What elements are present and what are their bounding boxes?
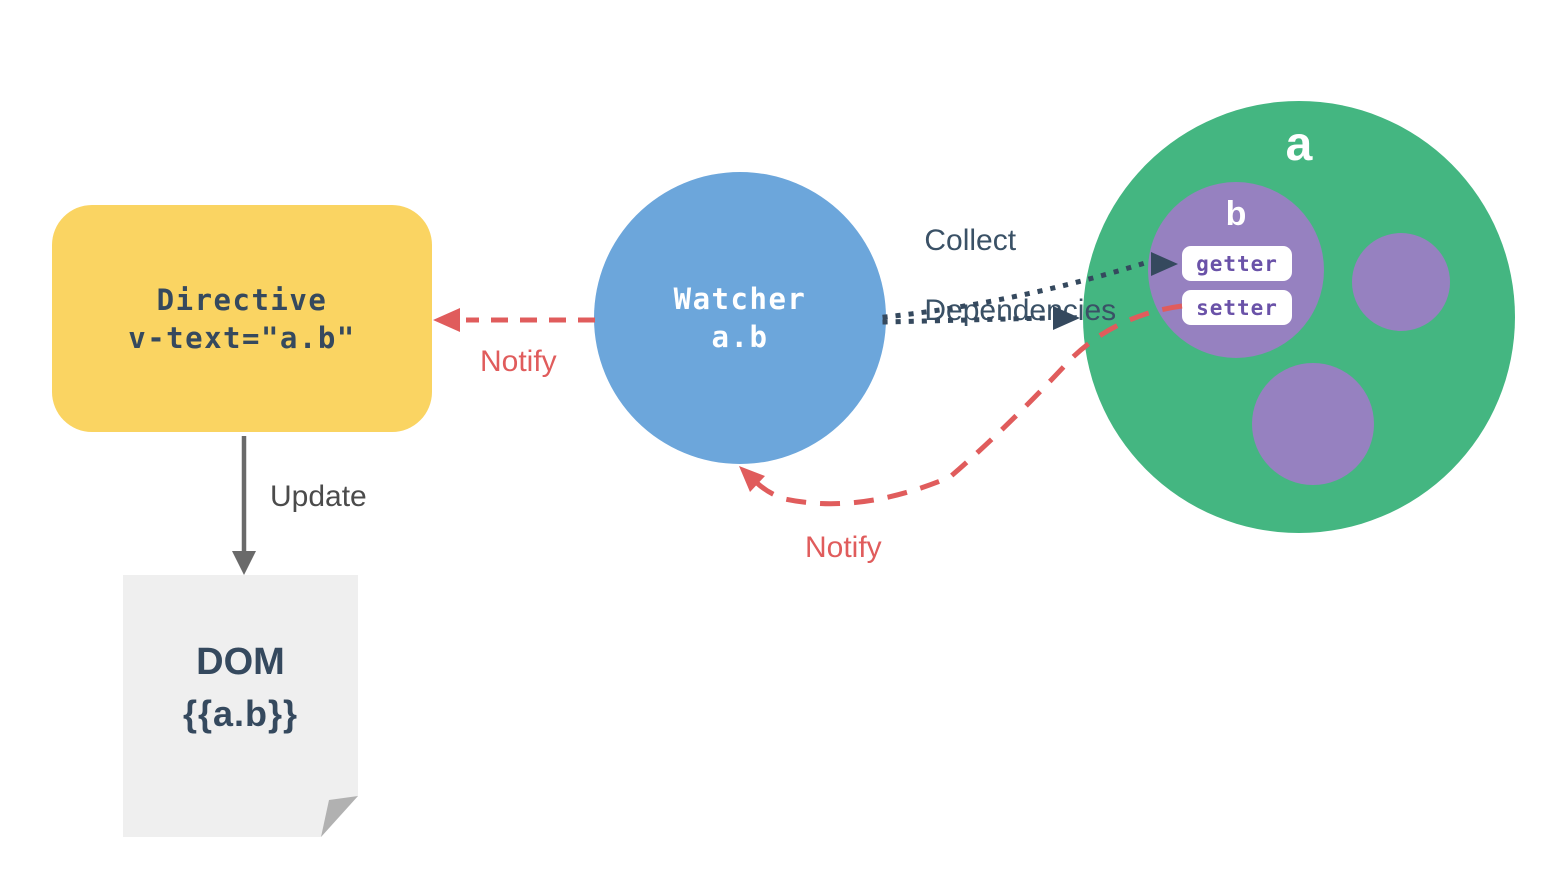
watcher-title: Watcher: [673, 282, 807, 316]
dependency-circle-bottom: [1252, 363, 1374, 485]
watcher-node: Watcher a.b: [594, 172, 886, 464]
notify-to-watcher-arrowhead-icon: [739, 466, 765, 492]
collect-label-line1: Collect: [924, 224, 1017, 257]
update-label: Update: [270, 480, 367, 513]
collect-dependencies-label: Collect Dependencies: [891, 188, 1116, 363]
data-object-node: a b getter setter: [1083, 101, 1515, 533]
nested-property-node: b getter setter: [1148, 182, 1324, 358]
notify-to-directive-arrowhead-icon: [433, 308, 460, 332]
dom-title: DOM: [196, 641, 285, 683]
directive-code: v-text="a.b": [128, 320, 356, 355]
notify-to-watcher-label: Notify: [805, 531, 882, 564]
data-object-label: a: [1285, 118, 1313, 171]
directive-title: Directive: [156, 282, 328, 317]
nested-property-label: b: [1225, 195, 1247, 233]
dom-code: {{a.b}}: [182, 693, 299, 734]
collect-label-line2: Dependencies: [924, 294, 1117, 327]
setter-pill: setter: [1182, 290, 1292, 325]
dependency-circle-right: [1352, 233, 1450, 331]
directive-node: Directive v-text="a.b": [52, 205, 432, 432]
notify-to-directive-label: Notify: [480, 345, 557, 378]
getter-pill: getter: [1182, 246, 1292, 281]
dom-text-block: DOM {{a.b}}: [123, 637, 358, 739]
dom-node: DOM {{a.b}}: [123, 575, 358, 837]
update-arrowhead-icon: [232, 551, 256, 575]
watcher-code: a.b: [711, 320, 769, 354]
